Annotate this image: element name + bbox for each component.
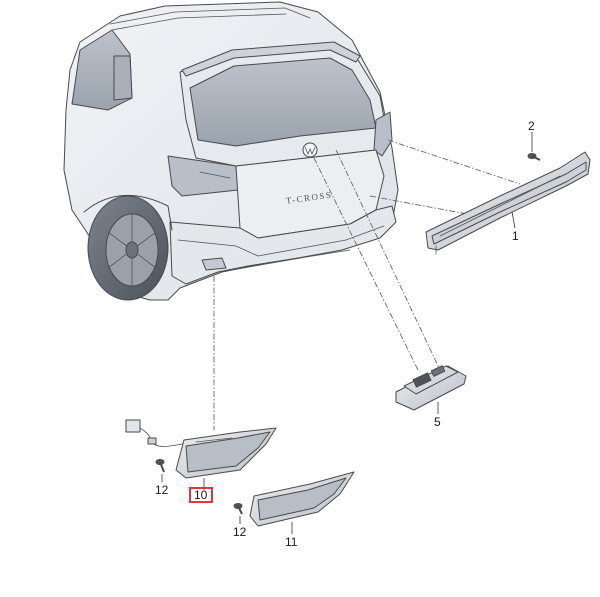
brake-light-icon <box>425 151 591 255</box>
rear-bumper <box>169 205 397 285</box>
callout-2: 2 <box>528 119 535 133</box>
callout-12-left: 12 <box>155 483 169 497</box>
highlight-box <box>189 487 213 503</box>
callout-10: 10 <box>194 488 208 502</box>
callout-1: 1 <box>512 229 519 243</box>
screw-icon <box>527 153 541 161</box>
callout-11: 11 <box>285 535 298 549</box>
screw-left-icon <box>155 459 165 473</box>
location-lines <box>213 139 521 430</box>
reflector-left-icon <box>125 419 277 479</box>
plate-light-icon <box>395 365 467 411</box>
vehicle-illustration: T-CROSS <box>63 1 399 301</box>
callout-5: 5 <box>434 415 441 429</box>
tail-light-right <box>373 111 393 157</box>
reflector-right-icon <box>249 471 355 527</box>
callout-12-right: 12 <box>233 525 247 539</box>
tail-light-left <box>167 155 239 197</box>
rear-window <box>189 57 377 147</box>
rear-wheel <box>87 195 169 301</box>
screw-right-icon <box>233 503 243 515</box>
